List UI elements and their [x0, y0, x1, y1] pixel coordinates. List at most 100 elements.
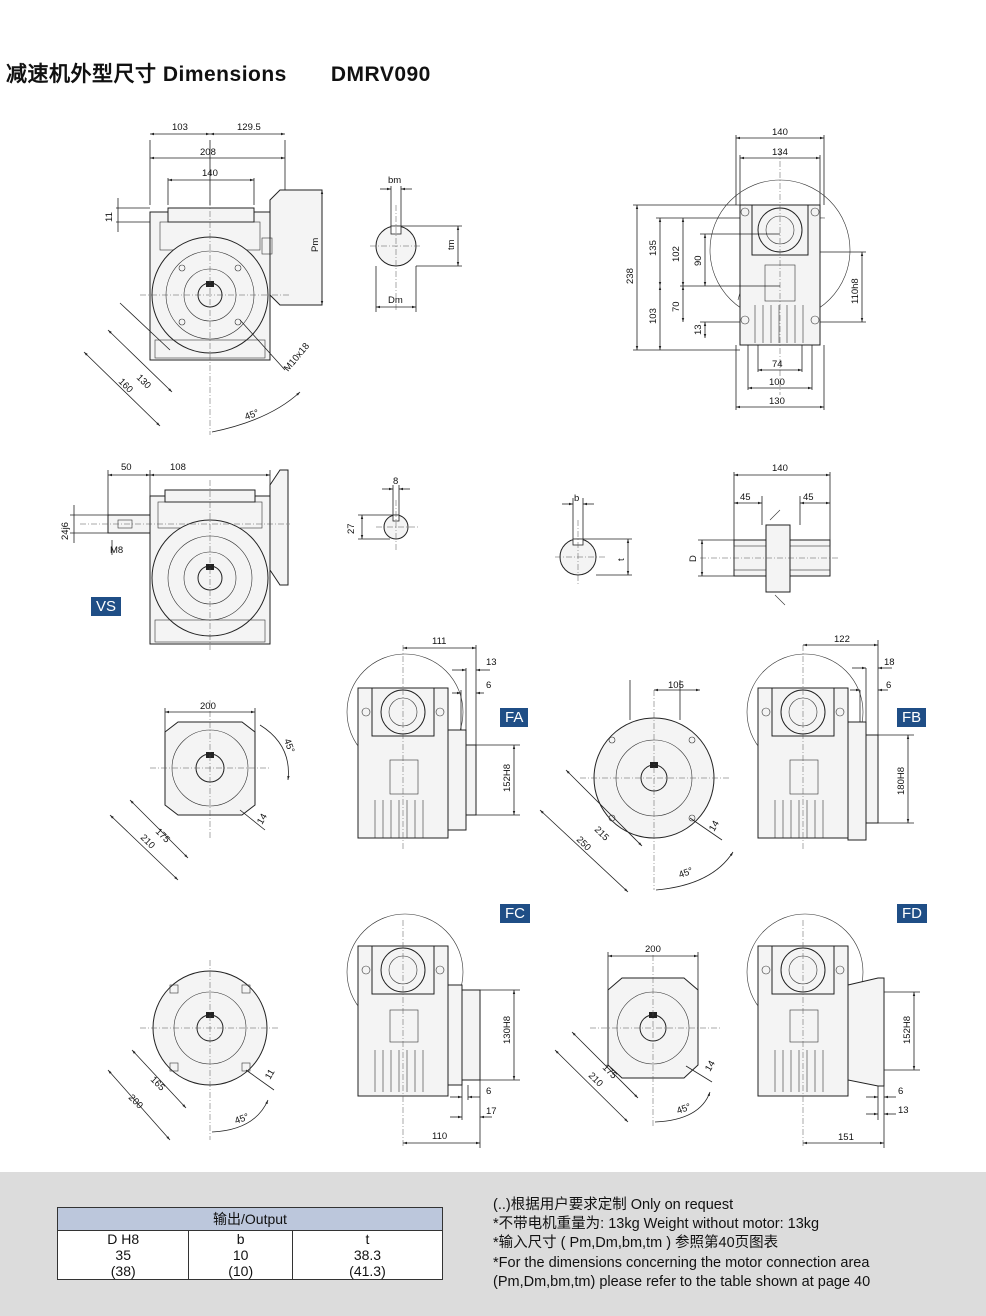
dim-label: 152H8 [502, 764, 513, 792]
note-line: (..)根据用户要求定制 Only on request [493, 1197, 734, 1213]
dim-label: bm [388, 175, 401, 186]
dim-label: 14 [703, 1059, 718, 1074]
hollow-shaft-section-view: 140 45 45 D [688, 463, 840, 606]
dim-label: 160 [116, 376, 135, 395]
dim-label: 74 [772, 359, 783, 370]
dim-label: 14 [255, 812, 270, 827]
dim-label: 111 [432, 636, 446, 647]
motor-shaft-key-view: bm tm Dm [370, 175, 462, 312]
variant-tag-fd: FD [897, 904, 927, 923]
dim-label: 210 [586, 1070, 605, 1089]
dim-label: 13 [898, 1105, 909, 1116]
dim-label: 45 [803, 492, 814, 503]
output-cell: (10) [188, 1263, 293, 1280]
output-table-caption: 输出/Output [57, 1207, 443, 1231]
dim-label: Pm [310, 238, 321, 252]
dim-label: 100 [769, 377, 785, 388]
dim-label: 140 [772, 463, 788, 474]
technical-drawing: 103 129.5 208 140 11 Pm 130 160 M10x18 4… [60, 122, 920, 1148]
dim-label: D [688, 555, 699, 562]
dim-label: 8 [393, 476, 398, 487]
dim-label: 45 [740, 492, 751, 503]
dim-label: 14 [707, 819, 722, 834]
dim-label: 90 [693, 255, 704, 266]
dim-label: 110h8 [850, 278, 861, 304]
hollow-shaft-key-view: b t [555, 493, 632, 585]
variant-tag-fc: FC [500, 904, 530, 923]
dim-label: 108 [170, 462, 186, 473]
dim-label: 45° [243, 408, 260, 423]
dim-label: 180H8 [896, 767, 907, 795]
dim-label: 152H8 [902, 1016, 913, 1044]
note-line: *不带电机重量为: 13kg Weight without motor: 13k… [493, 1216, 820, 1233]
flange-round-fd: 200 175 210 14 45° [554, 944, 720, 1128]
fa-view: 111 13 6 152H8 [346, 636, 520, 850]
dim-label: Dm [388, 295, 403, 306]
flange-round-fa: 200 45° 175 210 14 [109, 700, 296, 881]
dim-label: 110 [432, 1131, 447, 1142]
dim-label: t [616, 558, 627, 561]
variant-tag-vs: VS [91, 597, 122, 616]
dim-label: 238 [625, 268, 636, 284]
vs-key-view: 8 27 [346, 476, 420, 550]
dim-label: 105 [668, 680, 684, 691]
dim-label: 6 [886, 680, 891, 691]
flange-round-fc: 165 200 11 45° [107, 960, 280, 1141]
output-col-header: t [291, 1230, 444, 1247]
dim-label: 135 [648, 240, 659, 256]
title-text: 减速机外型尺寸 Dimensions [6, 63, 287, 86]
main-side-view: 140 134 238 135 102 90 103 70 13 110h8 7… [625, 127, 866, 410]
dim-label: b [574, 493, 579, 504]
dim-label: 250 [574, 834, 593, 853]
dim-label: tm [446, 239, 457, 250]
dim-label: M8 [110, 545, 123, 556]
page-title: 减速机外型尺寸 Dimensions DMRV090 [6, 58, 431, 88]
dim-label: 140 [772, 127, 788, 138]
dim-label: M10x18 [282, 341, 312, 374]
dim-label: 17 [486, 1106, 497, 1117]
dim-label: 130 [134, 372, 153, 391]
output-cell: 38.3 [291, 1247, 444, 1263]
dim-label: 18 [884, 657, 895, 668]
dim-label: 13 [486, 657, 497, 668]
dim-label: 215 [592, 824, 611, 843]
dim-label: 134 [772, 147, 788, 158]
dim-label: 200 [645, 944, 661, 955]
variant-tag-fa: FA [500, 708, 529, 727]
dim-label: 11 [104, 212, 115, 222]
dim-label: 45° [677, 866, 694, 881]
dim-label: 165 [148, 1074, 167, 1093]
dim-label: 122 [834, 634, 850, 645]
output-col-header: D H8 [56, 1230, 190, 1247]
dim-label: 27 [346, 523, 357, 534]
output-cell: (41.3) [291, 1263, 444, 1280]
dim-label: 200 [200, 701, 216, 712]
dim-label: 6 [486, 1086, 491, 1097]
dim-label: 103 [648, 308, 659, 324]
vs-view: 50 108 24j6 M8 [60, 462, 290, 650]
output-cell: 10 [188, 1247, 293, 1263]
note-line: (Pm,Dm,bm,tm) please refer to the table … [493, 1273, 871, 1290]
dim-label: 6 [898, 1086, 903, 1097]
model-code: DMRV090 [330, 63, 431, 86]
notes-block: (..)根据用户要求定制 Only on request *不带电机重量为: 1… [493, 1196, 870, 1292]
output-cell: (38) [56, 1263, 190, 1280]
dim-label: 208 [200, 147, 216, 158]
dim-label: 102 [671, 246, 682, 262]
output-col-header: b [188, 1230, 293, 1247]
dim-label: 140 [202, 168, 218, 179]
note-line: *For the dimensions concerning the motor… [493, 1254, 870, 1271]
dim-label: 103 [172, 122, 188, 133]
dim-label: 6 [486, 680, 491, 691]
dim-label: 45° [233, 1112, 250, 1127]
dim-label: 70 [671, 301, 682, 312]
flange-round-fb: 105 215 250 14 45° [539, 680, 734, 893]
output-cell: 35 [56, 1247, 190, 1263]
output-table: 输出/Output D H8 b t 35 10 38.3 (38) (10) … [56, 1207, 444, 1280]
dim-label: 130 [769, 396, 785, 407]
note-line: *输入尺寸 ( Pm,Dm,bm,tm ) 参照第40页图表 [493, 1235, 779, 1252]
fc-view: 130H8 6 17 110 [346, 913, 520, 1148]
dim-label: 45° [675, 1102, 692, 1117]
dim-label: 129.5 [237, 122, 261, 133]
dim-label: 50 [121, 462, 132, 473]
